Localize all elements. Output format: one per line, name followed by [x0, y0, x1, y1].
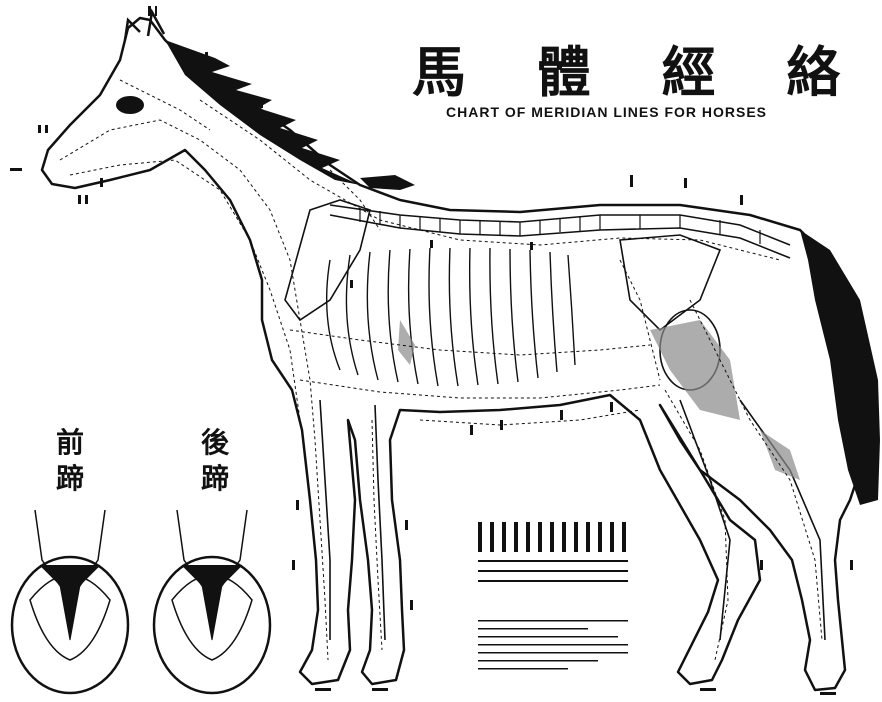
- hind-hoof-label-line1: 後: [195, 425, 235, 461]
- front-hoof-label-line2: 蹄: [50, 461, 90, 497]
- horse-eye: [116, 96, 144, 114]
- horse-ribs: [327, 248, 575, 386]
- front-hoof-diagram: [12, 510, 128, 693]
- front-hoof-label: 前 蹄: [50, 425, 90, 497]
- horse-shading: [398, 320, 800, 480]
- hind-hoof-label-line2: 蹄: [195, 461, 235, 497]
- horse-tail: [800, 230, 880, 505]
- legend-bars: [478, 522, 628, 582]
- legend-notes: [478, 620, 628, 670]
- hind-hoof-diagram: [154, 510, 270, 693]
- horse-skeleton: [285, 200, 825, 640]
- chart-title-chinese: 馬 體 經 絡 圖: [412, 28, 882, 107]
- front-hoof-label-line1: 前: [50, 425, 90, 461]
- hind-hoof-label: 後 蹄: [195, 425, 235, 497]
- chart-title-english: CHART OF MERIDIAN LINES FOR HORSES: [446, 104, 767, 120]
- horse-spine: [330, 205, 790, 258]
